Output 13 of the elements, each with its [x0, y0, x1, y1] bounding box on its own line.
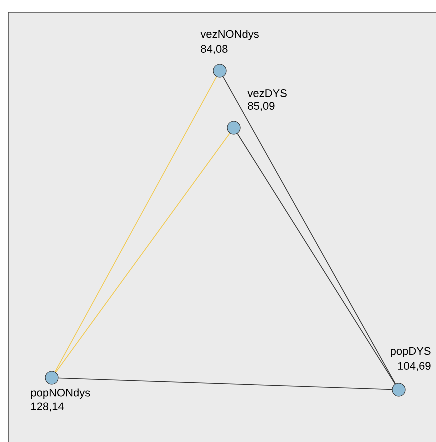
point-label: 85,09 — [248, 102, 275, 112]
connecting-line — [222, 76, 396, 384]
connecting-line — [58, 378, 393, 390]
point-label: vezNONdys — [200, 30, 259, 40]
connecting-line — [237, 133, 396, 385]
point-label: 104,69 — [398, 362, 431, 372]
point-label: vezDYS — [248, 90, 287, 98]
point-label: 128,14 — [32, 402, 64, 412]
point-label: popNONdys — [31, 388, 90, 399]
connecting-line — [54, 76, 218, 372]
point-label: 84,08 — [201, 45, 228, 54]
point-label: popDYS — [391, 347, 431, 358]
connecting-line — [56, 133, 230, 373]
